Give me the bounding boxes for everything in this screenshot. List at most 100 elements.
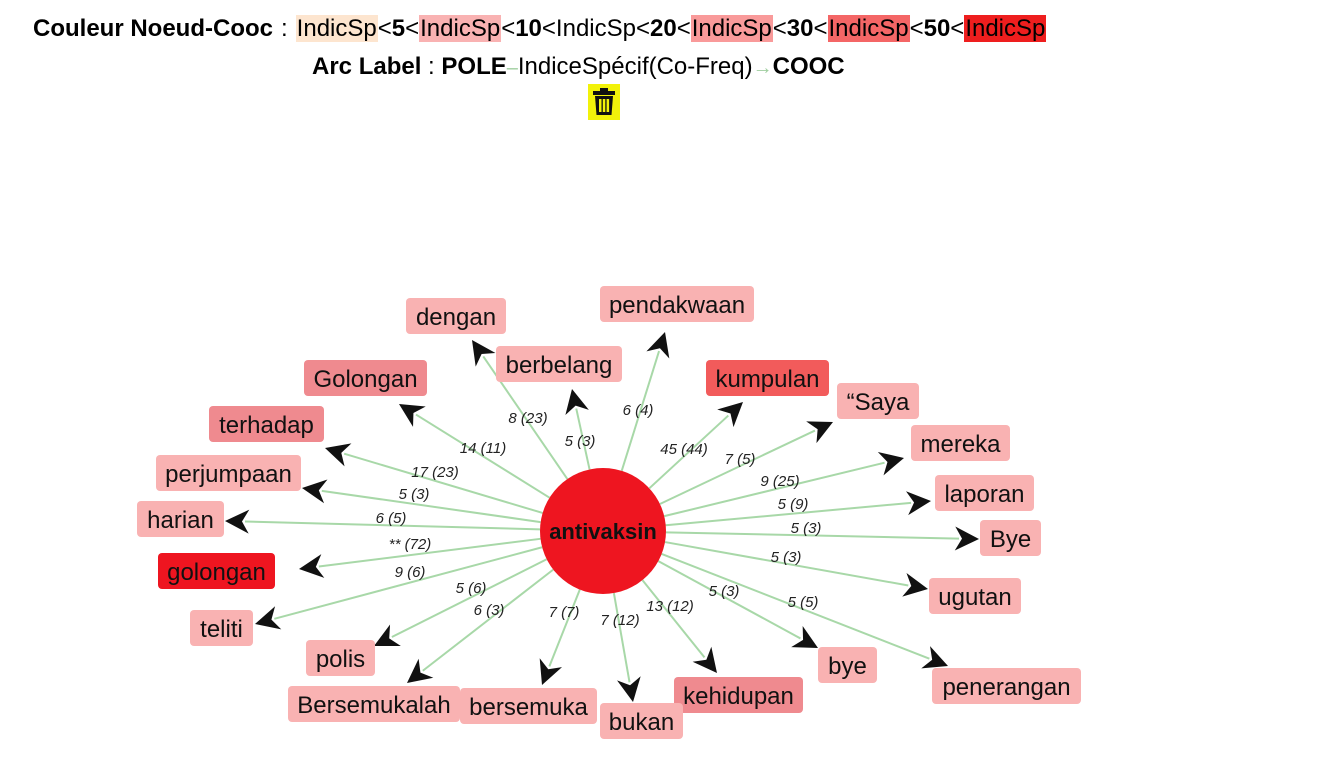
cooc-node-box[interactable] (496, 346, 622, 382)
edge-line (657, 560, 801, 640)
cooc-node[interactable]: terhadap (209, 406, 324, 442)
edge-arrowhead (255, 606, 282, 630)
cooc-node-box[interactable] (209, 406, 324, 442)
edge-label: 7 (12) (600, 612, 639, 629)
cooc-node[interactable]: kehidupan (674, 677, 803, 713)
edge-label: 6 (3) (474, 602, 505, 619)
edge-line (659, 429, 816, 505)
edge-line (665, 501, 912, 527)
edge-arrowhead (906, 491, 931, 516)
cooc-node[interactable]: “Saya (837, 383, 919, 419)
cooc-node-box[interactable] (980, 520, 1041, 556)
legend-swatch: IndicSp (964, 15, 1047, 42)
cooc-node[interactable]: ugutan (929, 578, 1021, 614)
edge-line (415, 413, 551, 499)
cooc-node-box[interactable] (460, 688, 597, 724)
cooc-node[interactable]: bukan (600, 703, 683, 739)
edge-arrowhead (399, 404, 426, 427)
arc-label-pole: POLE (441, 53, 507, 80)
arc-label-title: Arc Label (312, 53, 422, 80)
legend-swatch: IndicSp (690, 15, 773, 42)
cooc-node-box[interactable] (818, 647, 877, 683)
edge-line (391, 558, 548, 638)
cooc-node[interactable]: harian (137, 501, 224, 537)
cooc-node-box[interactable] (932, 668, 1081, 704)
cooc-node[interactable]: berbelang (496, 346, 622, 382)
edge-label: 6 (4) (623, 402, 654, 419)
cooc-node-box[interactable] (600, 703, 683, 739)
cooc-node-box[interactable] (935, 475, 1034, 511)
cooc-node-box[interactable] (600, 286, 754, 322)
edge-arrowhead (374, 624, 401, 646)
edge-line (664, 541, 909, 587)
cooc-node-box[interactable] (406, 298, 506, 334)
color-legend: Couleur Noeud-Cooc:IndicSp<5<IndicSp<10<… (33, 12, 1047, 46)
center-node-label: antivaksin (549, 519, 657, 544)
legend-operator: < (950, 15, 965, 42)
edge-label: 5 (9) (778, 496, 809, 513)
arc-label-middle: IndiceSpécif(Co-Freq) (517, 53, 753, 80)
cooc-node-box[interactable] (929, 578, 1021, 614)
cooc-node-label: Bersemukalah (297, 692, 450, 719)
cooc-node[interactable]: polis (306, 640, 375, 676)
cooc-node-box[interactable] (156, 455, 301, 491)
edge-line (661, 553, 930, 660)
cooc-node[interactable]: kumpulan (706, 360, 829, 396)
edge-labels-layer: 8 (23)5 (3)6 (4)45 (44)7 (5)9 (25)5 (9)5… (376, 402, 822, 629)
cooc-node[interactable]: golongan (158, 553, 275, 589)
edge-label: 9 (6) (395, 564, 426, 581)
cooc-node[interactable]: Bye (980, 520, 1041, 556)
cooc-node-box[interactable] (674, 677, 803, 713)
edge-arrowhead (302, 479, 328, 504)
cooc-node-box[interactable] (288, 686, 460, 722)
cooc-node-label: ugutan (938, 584, 1011, 611)
edge-label: 5 (3) (771, 549, 802, 566)
legend-swatch: IndicSp (827, 15, 910, 42)
cooc-node[interactable]: Bersemukalah (288, 686, 460, 722)
edge-line (575, 408, 591, 470)
edge-label: 5 (5) (788, 594, 819, 611)
edge-arrowhead (617, 676, 641, 702)
legend-threshold: 5 (391, 15, 406, 42)
trash-icon[interactable] (588, 84, 620, 120)
cooc-node-label: kumpulan (715, 366, 819, 393)
cooc-node-label: berbelang (506, 352, 613, 379)
cooc-node[interactable]: teliti (190, 610, 253, 646)
legend-threshold: 20 (650, 15, 677, 42)
cooc-node[interactable]: dengan (406, 298, 506, 334)
cooc-node[interactable]: perjumpaan (156, 455, 301, 491)
cooc-node-box[interactable] (304, 360, 427, 396)
cooc-node-label: polis (316, 646, 365, 673)
cooc-node-label: laporan (944, 481, 1024, 508)
cooc-node-box[interactable] (306, 640, 375, 676)
cooc-node[interactable]: pendakwaan (600, 286, 754, 322)
edge-label: 5 (3) (565, 433, 596, 450)
arc-arrow-glyph: → (752, 57, 773, 79)
legend-swatch: IndicSp (295, 15, 378, 42)
edge-arrowhead (791, 625, 818, 648)
cooc-node[interactable]: Golongan (304, 360, 427, 396)
cooc-node-box[interactable] (911, 425, 1010, 461)
cooc-node-box[interactable] (137, 501, 224, 537)
edge-arrowhead (325, 443, 352, 467)
cooc-node-label: Bye (990, 526, 1031, 553)
edge-label: 9 (25) (760, 473, 799, 490)
cooc-node-box[interactable] (158, 553, 275, 589)
cooc-node[interactable]: penerangan (932, 668, 1081, 704)
center-node-circle[interactable] (540, 468, 666, 594)
arc-label-separator: : (428, 53, 435, 80)
center-node[interactable]: antivaksin (540, 468, 666, 594)
edge-line (620, 350, 661, 472)
cooc-node-box[interactable] (837, 383, 919, 419)
legend-operator: < (772, 15, 787, 42)
cooc-node-box[interactable] (190, 610, 253, 646)
cooc-node-box[interactable] (706, 360, 829, 396)
cooc-node[interactable]: laporan (935, 475, 1034, 511)
edge-arrowhead (407, 658, 434, 683)
cooc-node[interactable]: mereka (911, 425, 1010, 461)
cooc-node[interactable]: bye (818, 647, 877, 683)
arc-label-cooc: COOC (772, 53, 845, 80)
cooc-node[interactable]: bersemuka (460, 688, 597, 724)
edge-line (343, 452, 543, 514)
legend-operator: < (909, 15, 924, 42)
